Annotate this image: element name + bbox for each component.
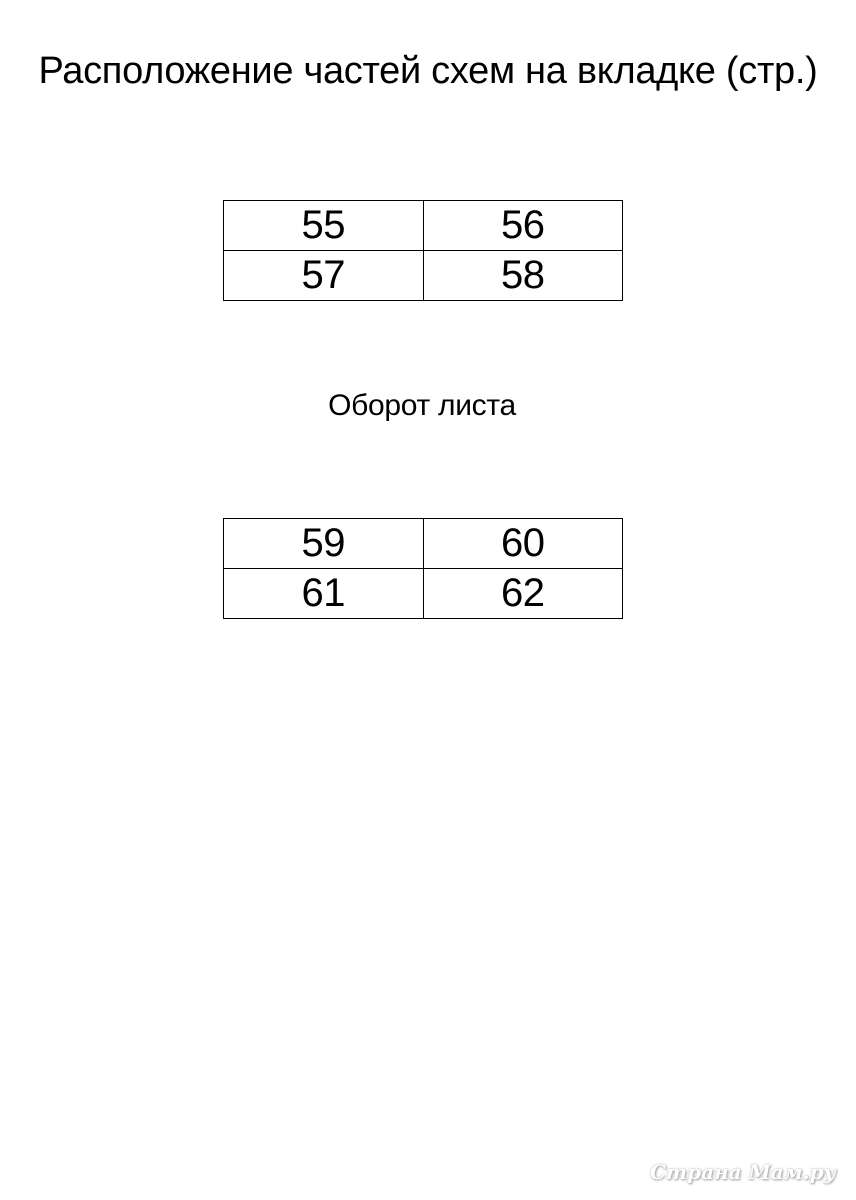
table-row: 59 60	[223, 518, 623, 569]
page-number-cell: 58	[422, 250, 623, 301]
back-page-grid: 59 60 61 62	[223, 518, 623, 619]
page-number-cell: 60	[422, 518, 623, 569]
table-row: 61 62	[223, 568, 623, 619]
watermark: Страна Мам.ру	[650, 1160, 836, 1184]
page-number-cell: 62	[422, 568, 623, 619]
page-title: Расположение частей схем на вкладке (стр…	[38, 50, 818, 92]
page-number-cell: 55	[223, 200, 424, 251]
front-page-grid: 55 56 57 58	[223, 200, 623, 301]
table-row: 57 58	[223, 250, 623, 301]
table-row: 55 56	[223, 200, 623, 251]
page-number-cell: 59	[223, 518, 424, 569]
page-number-cell: 56	[422, 200, 623, 251]
reverse-side-caption: Оборот листа	[328, 389, 516, 422]
page-number-cell: 61	[223, 568, 424, 619]
page-number-cell: 57	[223, 250, 424, 301]
